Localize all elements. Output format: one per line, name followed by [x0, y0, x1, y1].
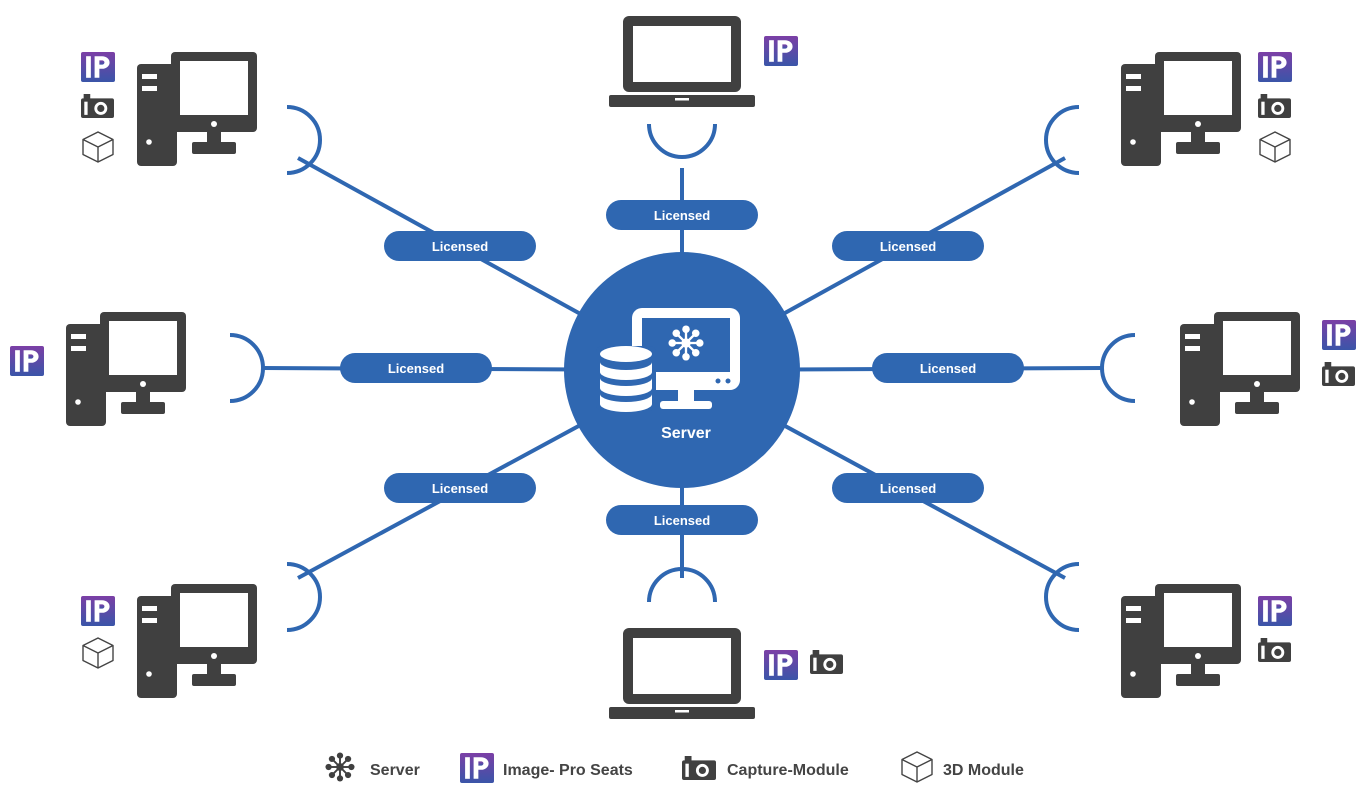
license-badges: LicensedLicensedLicensedLicensedLicensed… — [340, 200, 1024, 535]
desktop-computer-icon — [137, 52, 257, 166]
legend-item: Image- Pro Seats — [460, 753, 633, 783]
capture-module-icon — [1258, 94, 1291, 118]
licensed-badge-top: Licensed — [606, 200, 758, 230]
capture-module-icon — [810, 650, 843, 674]
legend: Server Image- Pro Seats Capture-Module 3D M… — [325, 751, 1024, 783]
legend-item: 3D Module — [901, 751, 1024, 783]
licensed-badge-label: Licensed — [920, 361, 976, 376]
server-hub: Server — [564, 252, 800, 488]
image-pro-icon — [764, 650, 798, 680]
server-hub-icon — [325, 752, 355, 782]
licensed-badge-label: Licensed — [432, 239, 488, 254]
image-pro-icon — [81, 52, 115, 82]
legend-item: Capture-Module — [682, 756, 849, 780]
image-pro-icon — [1322, 320, 1356, 350]
3d-module-icon — [82, 131, 114, 163]
image-pro-icon — [81, 596, 115, 626]
licensed-badge-bottom: Licensed — [606, 505, 758, 535]
3d-module-icon — [1259, 131, 1291, 163]
licensed-badge-label: Licensed — [432, 481, 488, 496]
licensed-badge-label: Licensed — [654, 513, 710, 528]
capture-module-icon — [81, 94, 114, 118]
licensed-badge-label: Licensed — [388, 361, 444, 376]
desktop-computer-icon — [1121, 52, 1241, 166]
client-devices — [10, 16, 1356, 719]
licensed-badge-label: Licensed — [880, 239, 936, 254]
socket-connector — [286, 562, 322, 632]
licensed-badge-label: Licensed — [880, 481, 936, 496]
laptop-icon — [609, 628, 755, 719]
licensed-badge-bottom-right: Licensed — [832, 473, 984, 503]
desktop-computer-icon — [66, 312, 186, 426]
desktop-computer-icon — [1180, 312, 1300, 426]
image-pro-icon — [10, 346, 44, 376]
capture-module-icon — [1322, 362, 1355, 386]
socket-connectors — [229, 105, 1136, 632]
legend-label: Server — [370, 762, 420, 779]
image-pro-icon — [764, 36, 798, 66]
capture-module-icon — [682, 756, 716, 780]
licensed-badge-label: Licensed — [654, 208, 710, 223]
legend-label: 3D Module — [943, 762, 1024, 779]
socket-connector — [229, 333, 265, 403]
3d-module-icon — [82, 637, 114, 669]
socket-connector — [647, 123, 717, 159]
socket-connector — [1044, 562, 1080, 632]
socket-connector — [1100, 333, 1136, 403]
desktop-computer-icon — [1121, 584, 1241, 698]
licensed-badge-bottom-left: Licensed — [384, 473, 536, 503]
licensed-badge-right: Licensed — [872, 353, 1024, 383]
licensed-badge-top-left: Licensed — [384, 231, 536, 261]
3d-module-icon — [901, 751, 933, 783]
image-pro-icon — [1258, 52, 1292, 82]
laptop-icon — [609, 16, 755, 107]
image-pro-icon — [460, 753, 494, 783]
server-label: Server — [661, 425, 711, 442]
server-hub-icon — [668, 325, 704, 361]
image-pro-icon — [1258, 596, 1292, 626]
database-icon — [596, 346, 656, 412]
socket-connector — [1044, 105, 1080, 175]
legend-label: Capture-Module — [727, 762, 849, 779]
socket-connector — [286, 105, 322, 175]
capture-module-icon — [1258, 638, 1291, 662]
desktop-computer-icon — [137, 584, 257, 698]
socket-connector — [647, 567, 717, 603]
legend-item: Server — [325, 752, 420, 782]
licensed-badge-top-right: Licensed — [832, 231, 984, 261]
licensed-badge-left: Licensed — [340, 353, 492, 383]
legend-label: Image- Pro Seats — [503, 762, 633, 779]
